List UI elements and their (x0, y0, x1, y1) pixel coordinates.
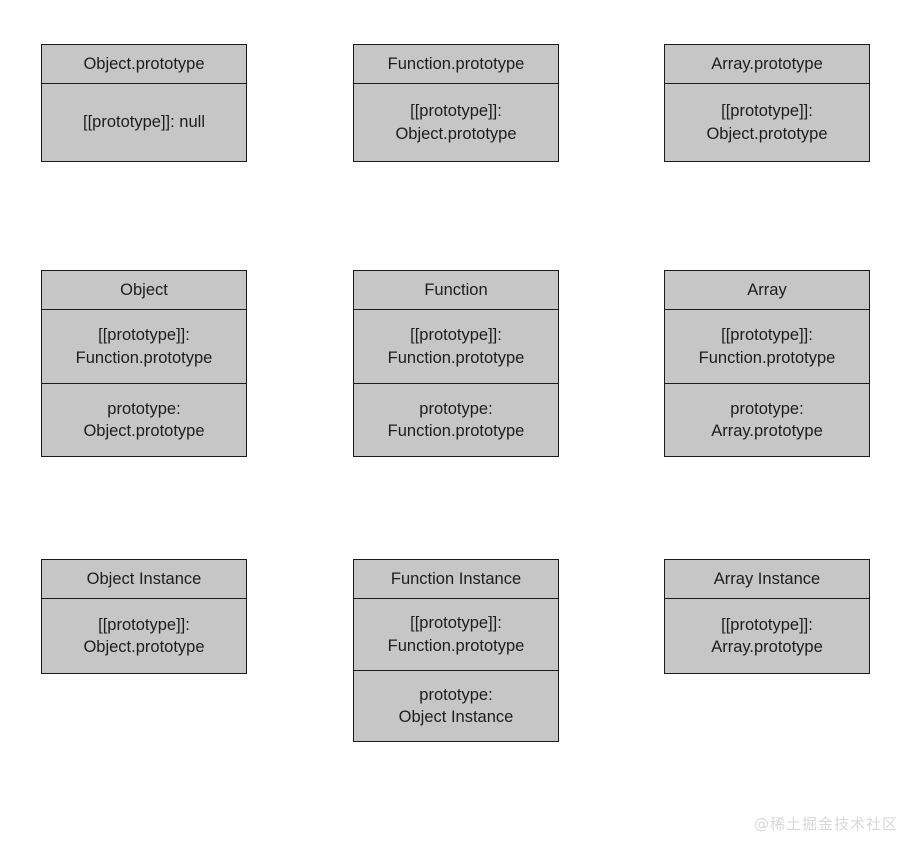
array-constructor-card: Array [[prototype]]: Function.prototype … (664, 270, 870, 457)
card-header: Object (42, 271, 246, 310)
card-section-prototype: [[prototype]]: null (42, 84, 246, 161)
card-header: Function.prototype (354, 45, 558, 84)
card-header: Object Instance (42, 560, 246, 599)
card-header: Function Instance (354, 560, 558, 599)
card-header: Array (665, 271, 869, 310)
card-section-prototype: [[prototype]]: Function.prototype (665, 310, 869, 383)
function-constructor-card: Function [[prototype]]: Function.prototy… (353, 270, 559, 457)
object-instance-card: Object Instance [[prototype]]: Object.pr… (41, 559, 247, 674)
function-instance-card: Function Instance [[prototype]]: Functio… (353, 559, 559, 742)
card-section-prototype: [[prototype]]: Function.prototype (354, 310, 558, 383)
function-prototype-card: Function.prototype [[prototype]]: Object… (353, 44, 559, 162)
card-header: Array Instance (665, 560, 869, 599)
card-header: Array.prototype (665, 45, 869, 84)
array-instance-card: Array Instance [[prototype]]: Array.prot… (664, 559, 870, 674)
card-section-prototype-property: prototype: Object Instance (354, 670, 558, 741)
array-prototype-card: Array.prototype [[prototype]]: Object.pr… (664, 44, 870, 162)
card-section-prototype: [[prototype]]: Object.prototype (665, 84, 869, 161)
object-prototype-card: Object.prototype [[prototype]]: null (41, 44, 247, 162)
card-section-prototype-property: prototype: Object.prototype (42, 383, 246, 456)
card-section-prototype: [[prototype]]: Function.prototype (354, 599, 558, 670)
card-header: Object.prototype (42, 45, 246, 84)
watermark-text: @稀土掘金技术社区 (753, 815, 898, 833)
card-section-prototype: [[prototype]]: Object.prototype (354, 84, 558, 161)
object-constructor-card: Object [[prototype]]: Function.prototype… (41, 270, 247, 457)
card-header: Function (354, 271, 558, 310)
card-section-prototype: [[prototype]]: Array.prototype (665, 599, 869, 673)
card-section-prototype: [[prototype]]: Function.prototype (42, 310, 246, 383)
card-section-prototype-property: prototype: Function.prototype (354, 383, 558, 456)
card-section-prototype: [[prototype]]: Object.prototype (42, 599, 246, 673)
card-section-prototype-property: prototype: Array.prototype (665, 383, 869, 456)
